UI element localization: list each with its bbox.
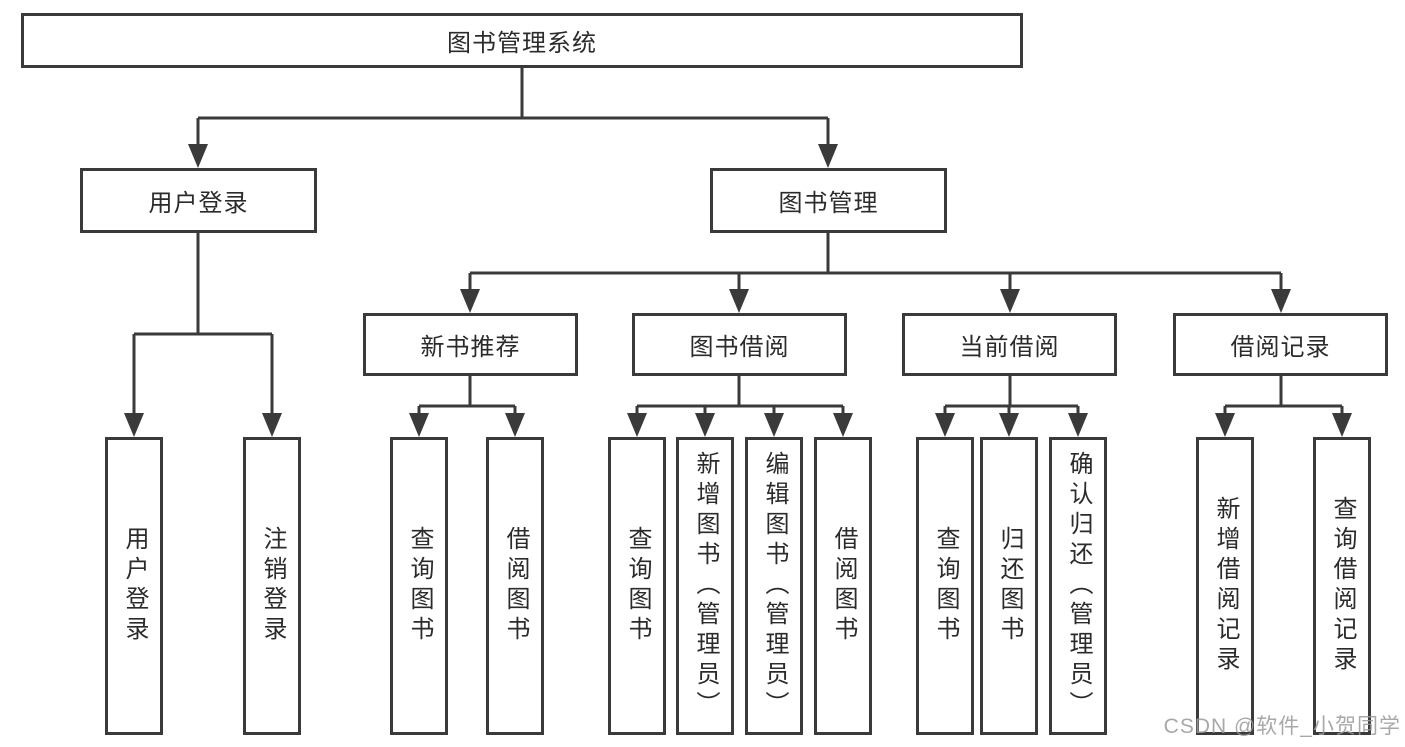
leaf-borrow-books-recommend-label: 借阅图书 (502, 526, 529, 646)
connector-borrow-records-to-leaves (1215, 376, 1352, 437)
connector-book-borrow-to-leaves (627, 376, 853, 437)
leaf-borrow-books: 借阅图书 (814, 437, 872, 735)
leaf-query-books-recommend-label: 查询图书 (406, 526, 433, 646)
leaf-user-login-label: 用户登录 (121, 526, 148, 646)
leaf-confirm-return-admin-label: 确认归还（管理员） (1065, 451, 1092, 721)
leaf-query-books-current: 查询图书 (916, 437, 974, 735)
leaf-return-books: 归还图书 (980, 437, 1038, 735)
leaf-borrow-books-recommend: 借阅图书 (486, 437, 544, 735)
csdn-watermark: CSDN @软件_小贺同学 (1163, 715, 1401, 738)
leaf-logout-label: 注销登录 (259, 526, 286, 646)
leaf-add-borrow-record-label: 新增借阅记录 (1212, 496, 1239, 676)
leaf-add-books-admin: 新增图书（管理员） (676, 437, 734, 735)
connector-user-login-to-leaves (124, 233, 282, 437)
leaf-return-books-label: 归还图书 (996, 526, 1023, 646)
leaf-user-login: 用户登录 (105, 437, 163, 735)
node-book-management: 图书管理 (710, 168, 947, 233)
connector-current-borrow-to-leaves (935, 376, 1088, 437)
node-new-book-recommend: 新书推荐 (363, 313, 578, 376)
leaf-add-borrow-record: 新增借阅记录 (1196, 437, 1254, 735)
leaf-edit-books-admin: 编辑图书（管理员） (745, 437, 803, 735)
leaf-borrow-books-label: 借阅图书 (830, 526, 857, 646)
leaf-query-books-borrowing: 查询图书 (608, 437, 666, 735)
node-current-borrowing: 当前借阅 (902, 313, 1117, 376)
leaf-query-books-recommend: 查询图书 (390, 437, 448, 735)
leaf-query-books-borrowing-label: 查询图书 (624, 526, 651, 646)
node-book-borrowing: 图书借阅 (632, 313, 847, 376)
node-user-login: 用户登录 (80, 168, 317, 233)
leaf-query-books-current-label: 查询图书 (932, 526, 959, 646)
leaf-edit-books-admin-label: 编辑图书（管理员） (761, 451, 788, 721)
leaf-query-borrow-record-label: 查询借阅记录 (1329, 496, 1356, 676)
leaf-confirm-return-admin: 确认归还（管理员） (1049, 437, 1107, 735)
connector-root-to-level2 (188, 68, 838, 168)
leaf-query-borrow-record: 查询借阅记录 (1313, 437, 1371, 735)
connector-new-books-to-leaves (409, 376, 525, 437)
node-borrow-records: 借阅记录 (1173, 313, 1388, 376)
leaf-add-books-admin-label: 新增图书（管理员） (692, 451, 719, 721)
node-root-system: 图书管理系统 (21, 13, 1023, 68)
connector-book-mgmt-to-level3 (460, 233, 1291, 313)
leaf-logout: 注销登录 (243, 437, 301, 735)
